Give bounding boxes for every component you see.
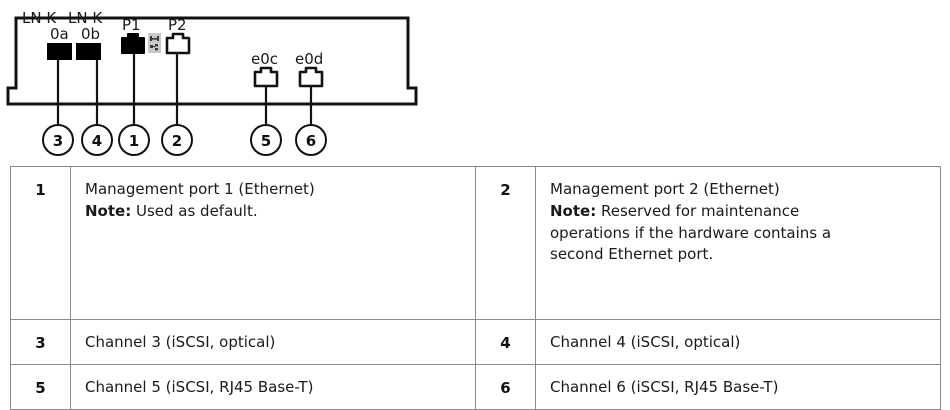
label-link-act-2: LN K <box>68 9 103 27</box>
legend-description-4: Channel 4 (iSCSI, optical) <box>535 319 941 365</box>
legend-4-line-1: Channel 4 (iSCSI, optical) <box>550 333 741 351</box>
legend-number-4: 4 <box>475 319 536 365</box>
label-port-p1: P1 <box>122 16 141 34</box>
legend-number-1: 1 <box>10 166 71 320</box>
legend-2-note: Note: Reserved for maintenance <box>550 201 926 223</box>
port-e0c <box>253 66 279 88</box>
legend-5-line-1: Channel 5 (iSCSI, RJ45 Base-T) <box>85 377 314 396</box>
callout-6-number: 6 <box>306 132 316 150</box>
legend-description-1: Management port 1 (Ethernet) Note: Used … <box>70 166 476 320</box>
callout-3: 3 <box>42 124 74 156</box>
legend-1-note-label: Note: <box>85 201 132 220</box>
callout-1-number: 1 <box>129 132 139 150</box>
table-row: 5 Channel 5 (iSCSI, RJ45 Base-T) 6 Chann… <box>10 363 941 410</box>
legend-1-line-1: Management port 1 (Ethernet) <box>85 180 315 198</box>
port-e0d <box>298 66 324 88</box>
callout-4: 4 <box>81 124 113 156</box>
label-port-e0d: e0d <box>295 50 323 68</box>
legend-2-note-text: Reserved for maintenance <box>596 201 800 220</box>
legend-description-6: Channel 6 (iSCSI, RJ45 Base-T) <box>535 363 941 410</box>
legend-2-line-4: second Ethernet port. <box>550 245 714 264</box>
label-link-act-1: LN K <box>22 9 57 27</box>
table-row: 1 Management port 1 (Ethernet) Note: Use… <box>10 166 941 320</box>
callout-5-number: 5 <box>261 132 271 150</box>
label-port-0b: 0b <box>81 25 100 43</box>
port-legend-table: 1 Management port 1 (Ethernet) Note: Use… <box>10 166 941 410</box>
link-speed-badge <box>148 33 161 53</box>
port-p2 <box>165 32 191 55</box>
callout-leader-lines <box>56 54 313 124</box>
legend-description-2: Management port 2 (Ethernet) Note: Reser… <box>535 166 941 320</box>
legend-2-line-1: Management port 2 (Ethernet) <box>550 180 780 198</box>
callout-2: 2 <box>161 124 193 156</box>
table-row: 3 Channel 3 (iSCSI, optical) 4 Channel 4… <box>10 319 941 365</box>
legend-6-line-1: Channel 6 (iSCSI, RJ45 Base-T) <box>550 377 779 396</box>
callout-2-number: 2 <box>172 132 182 150</box>
label-port-p2: P2 <box>168 16 187 34</box>
legend-1-note-text: Used as default. <box>131 201 258 220</box>
label-port-0a: 0a <box>50 25 69 43</box>
legend-number-2: 2 <box>475 166 536 320</box>
callout-4-number: 4 <box>92 132 102 150</box>
legend-2-note-label: Note: <box>550 201 597 220</box>
callout-1: 1 <box>118 124 150 156</box>
chassis-outline <box>6 16 418 106</box>
legend-number-6: 6 <box>475 363 536 410</box>
callout-3-number: 3 <box>53 132 63 150</box>
label-port-e0c: e0c <box>251 50 278 68</box>
controller-rear-panel-diagram: LN K LN K 0a 0b P1 P2 e0c e0d <box>0 0 440 160</box>
legend-description-3: Channel 3 (iSCSI, optical) <box>70 319 476 365</box>
legend-number-5: 5 <box>10 363 71 410</box>
legend-3-line-1: Channel 3 (iSCSI, optical) <box>85 333 276 351</box>
callout-6: 6 <box>295 124 327 156</box>
callout-5: 5 <box>250 124 282 156</box>
legend-number-3: 3 <box>10 319 71 365</box>
legend-description-5: Channel 5 (iSCSI, RJ45 Base-T) <box>70 363 476 410</box>
port-0a <box>47 43 72 60</box>
legend-2-line-3: operations if the hardware contains a <box>550 223 832 242</box>
port-0b <box>76 43 101 60</box>
port-p1 <box>121 33 145 54</box>
legend-1-note: Note: Used as default. <box>85 201 461 223</box>
link-icon <box>150 36 159 41</box>
network-icon <box>150 44 158 51</box>
